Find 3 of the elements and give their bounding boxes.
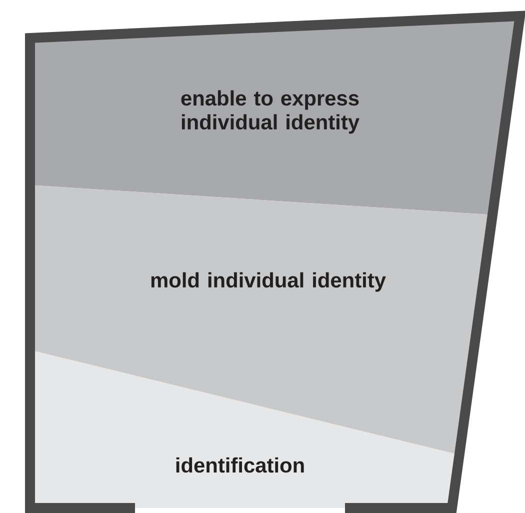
funnel-band: mold individual identity xyxy=(30,185,495,455)
funnel-band: enable to express individual identity xyxy=(30,16,520,215)
funnel-band: identification xyxy=(30,350,460,508)
